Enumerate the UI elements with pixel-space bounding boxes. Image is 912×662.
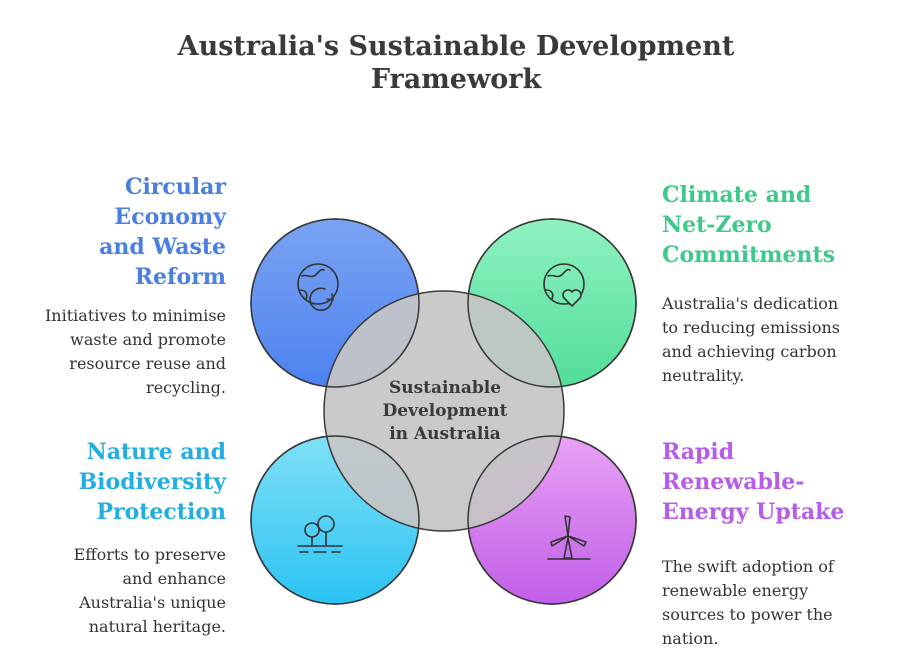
circle-center [323,290,565,532]
circular-description: Initiatives to minimise waste and promot… [10,304,226,400]
overlap-outline-renewable [467,435,637,605]
climate-description: Australia's dedication to reducing emiss… [662,292,902,388]
globe-heart-icon [543,263,585,307]
climate-description-line: to reducing emissions [662,318,840,337]
wind-turbine-icon [547,515,591,560]
renewable-description-line: renewable energy [662,581,809,600]
overlap-outline-circular [250,218,420,388]
circular-heading: Circular Economy and Waste Reform [20,172,226,292]
nature-description: Efforts to preserve and enhance Australi… [10,543,226,639]
circular-description-line: recycling. [146,378,226,397]
climate-description-line: neutrality. [662,366,745,385]
nature-description-line: Efforts to preserve [73,545,226,564]
renewable-heading: Rapid Renewable- Energy Uptake [662,437,902,527]
center-line-1: Sustainable [388,378,502,398]
climate-description-line: Australia's dedication [662,294,839,313]
renewable-description: The swift adoption of renewable energy s… [662,555,902,651]
nature-heading-line: Biodiversity [78,469,226,495]
trees-icon [297,515,343,553]
nature-heading-line: Protection [96,499,226,525]
climate-description-line: and achieving carbon [662,342,837,361]
climate-heading-line: Commitments [662,242,836,268]
nature-description-line: natural heritage. [88,617,226,636]
renewable-description-line: The swift adoption of [662,557,834,576]
circular-heading-line: Economy [114,204,226,230]
overlap-outline-nature [250,435,420,605]
climate-heading-line: Climate and [662,182,812,208]
nature-heading-line: Nature and [86,439,226,465]
renewable-heading-line: Rapid [662,439,735,465]
recycle-globe-icon [297,263,339,311]
center-line-3: in Australia [389,424,501,444]
climate-heading: Climate and Net-Zero Commitments [662,180,902,270]
renewable-heading-line: Energy Uptake [662,499,845,525]
nature-description-line: Australia's unique [79,593,226,612]
circular-description-line: resource reuse and [69,354,226,373]
center-label: Sustainable Development in Australia [340,377,550,446]
title-line-1: Australia's Sustainable Development [177,31,735,62]
renewable-description-line: sources to power the [662,605,833,624]
circular-heading-line: Circular [124,174,226,200]
climate-heading-line: Net-Zero [662,212,772,238]
nature-description-line: and enhance [122,569,226,588]
nature-heading: Nature and Biodiversity Protection [20,437,226,527]
renewable-heading-line: Renewable- [662,469,805,495]
page-title: Australia's Sustainable Development Fram… [0,30,912,96]
circular-description-line: waste and promote [70,330,226,349]
center-line-2: Development [382,401,508,421]
circular-description-line: Initiatives to minimise [44,306,226,325]
circular-heading-line: and Waste [99,234,226,260]
circular-heading-line: Reform [134,264,226,290]
overlap-outline-climate [467,218,637,388]
title-line-2: Framework [370,64,542,95]
renewable-description-line: nation. [662,629,719,648]
